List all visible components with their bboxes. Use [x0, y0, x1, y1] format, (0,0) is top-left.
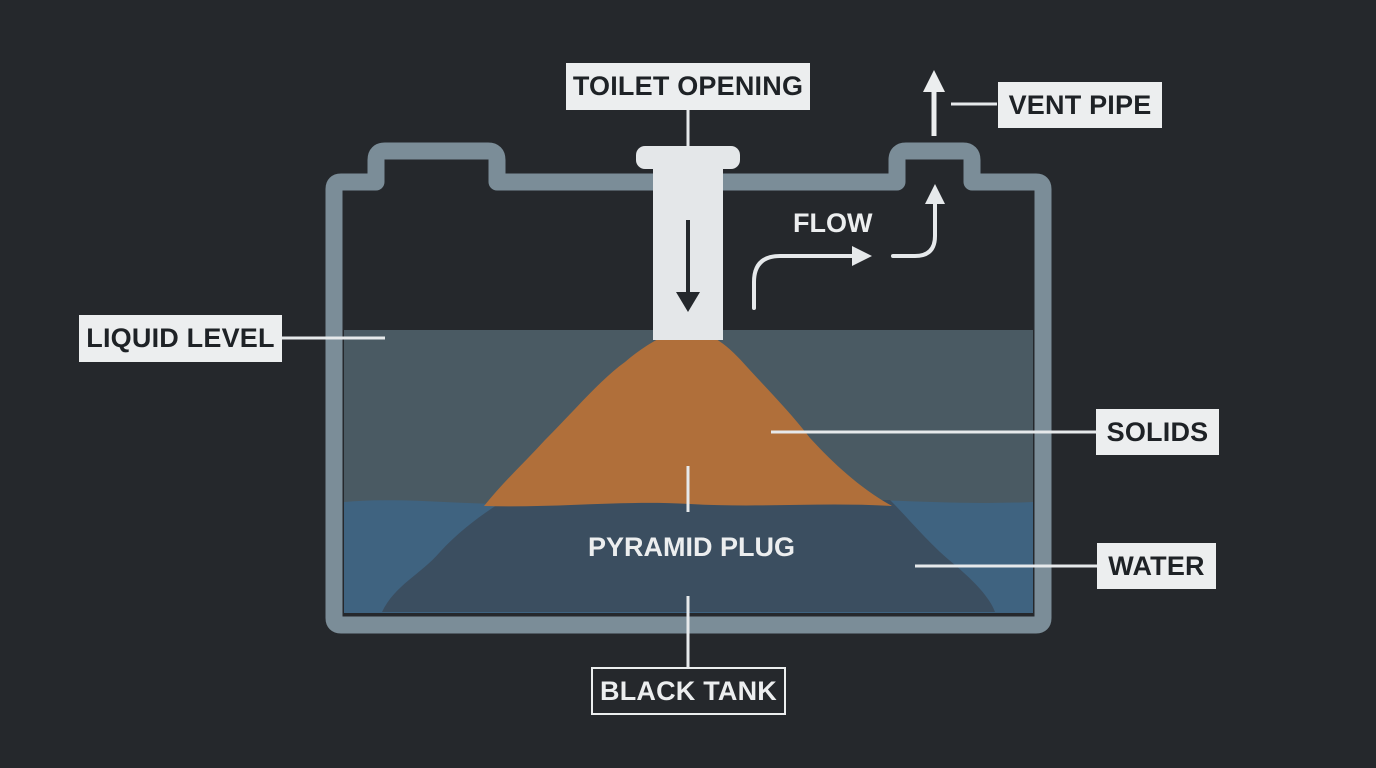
flow-label: FLOW [793, 208, 873, 238]
pyramid-plug-label: PYRAMID PLUG [588, 532, 796, 562]
vent-up-arrow-icon [891, 198, 937, 258]
flow-arrowhead-icon [852, 246, 872, 266]
liquid-level-label: LIQUID LEVEL [79, 315, 282, 362]
solids-label: SOLIDS [1096, 409, 1219, 455]
down-arrow-icon [676, 220, 700, 312]
vent-arrowhead-icon [925, 184, 945, 204]
inlet-flange [636, 146, 740, 169]
vent-pipe-label: VENT PIPE [998, 82, 1162, 128]
toilet-opening-label: TOILET OPENING [566, 63, 810, 110]
solids-pile [484, 328, 892, 507]
pyramid-plug-base [382, 500, 995, 612]
black-tank-label: BLACK TANK [591, 667, 786, 715]
leader-lines [282, 102, 1097, 667]
flow-arrow-icon [752, 254, 860, 310]
water-label: WATER [1097, 543, 1216, 589]
vent-pipe-arrowhead-icon [923, 70, 945, 92]
tank-wall [325, 142, 1052, 634]
